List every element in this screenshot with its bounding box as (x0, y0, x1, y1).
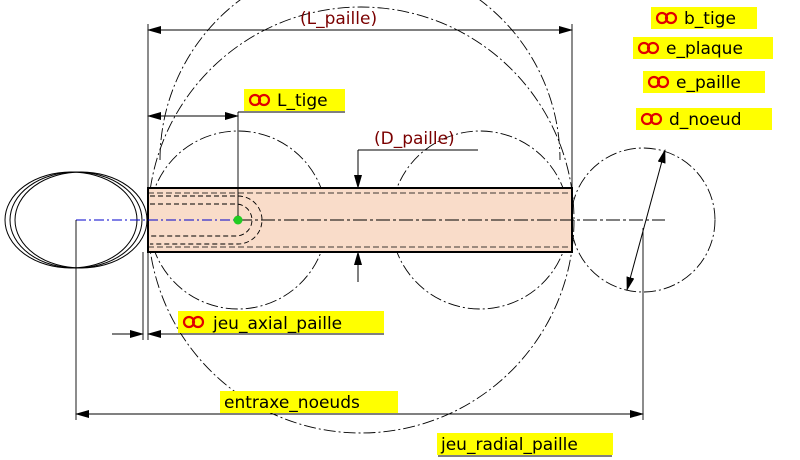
label-d-noeud[interactable]: d_noeud (636, 108, 772, 130)
link-icon (640, 112, 663, 126)
label-e-plaque[interactable]: e_plaque (633, 37, 773, 59)
label-l-tige[interactable]: L_tige (244, 89, 345, 111)
svg-text:jeu_axial_paille: jeu_axial_paille (212, 314, 342, 334)
label-jeu-radial-paille[interactable]: jeu_radial_paille (437, 433, 613, 455)
svg-text:jeu_radial_paille: jeu_radial_paille (440, 435, 578, 455)
link-icon (647, 75, 670, 89)
svg-text:d_noeud: d_noeud (669, 110, 742, 130)
rod-hidden-inner[interactable] (150, 203, 253, 237)
driven-dim-l-paille[interactable]: (L_paille) (300, 9, 377, 29)
rod-end-point[interactable] (233, 215, 243, 225)
link-icon (637, 41, 660, 55)
node-plate-3[interactable] (14, 171, 148, 269)
link-icon (248, 93, 271, 107)
svg-text:e_paille: e_paille (676, 73, 741, 93)
construction-arc-inner[interactable] (159, 0, 561, 161)
dim-line-d-noeud[interactable] (626, 149, 666, 291)
label-b-tige[interactable]: b_tige (651, 7, 757, 29)
rod-hidden-outline[interactable] (150, 195, 263, 245)
svg-text:L_tige: L_tige (277, 91, 328, 111)
link-icon (655, 11, 678, 25)
label-entraxe-noeuds[interactable]: entraxe_noeuds (220, 391, 398, 413)
svg-text:e_plaque: e_plaque (666, 39, 743, 59)
svg-text:entraxe_noeuds: entraxe_noeuds (224, 393, 360, 413)
link-icon (182, 315, 205, 329)
label-e-paille[interactable]: e_paille (643, 71, 765, 93)
svg-text:b_tige: b_tige (684, 9, 736, 29)
label-jeu-axial-paille[interactable]: jeu_axial_paille (178, 311, 384, 334)
driven-dim-d-paille[interactable]: (D_paille) (374, 129, 455, 149)
